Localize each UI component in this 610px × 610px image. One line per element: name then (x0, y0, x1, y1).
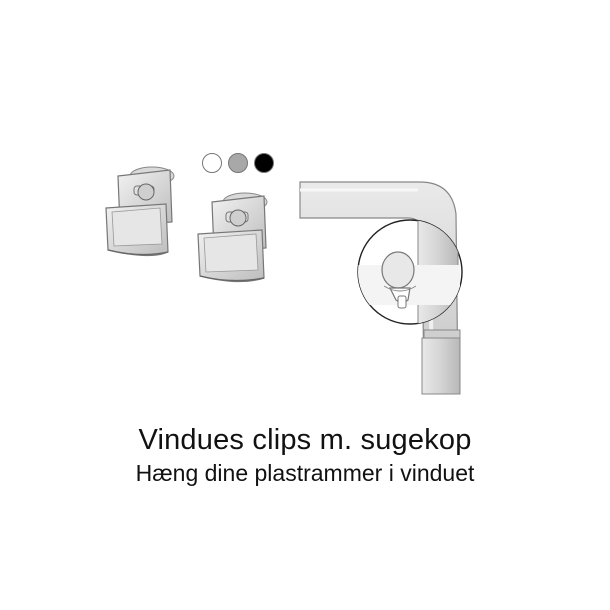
color-swatches (202, 153, 274, 173)
suction-clip-icon (197, 192, 268, 283)
product-subtitle: Hæng dine plastrammer i vinduet (135, 460, 475, 486)
color-swatch-black[interactable] (254, 153, 274, 173)
suction-clip-icon (105, 166, 175, 257)
window-frame-detail-icon (299, 181, 463, 395)
product-illustration (105, 166, 463, 395)
color-swatch-white[interactable] (202, 153, 222, 173)
color-swatch-grey[interactable] (228, 153, 248, 173)
product-title: Vindues clips m. sugekop (138, 424, 472, 456)
